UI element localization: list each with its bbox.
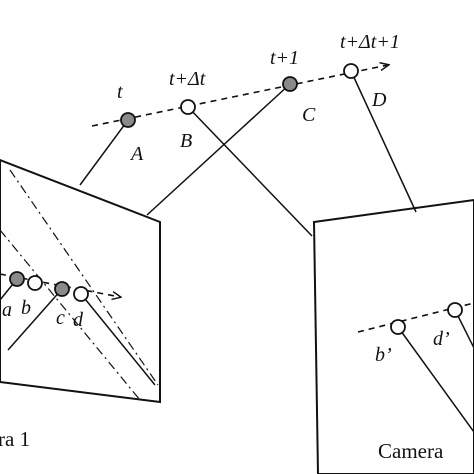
label-point-C: C — [302, 104, 316, 126]
camera1-image-plane — [0, 158, 161, 404]
camera1-epipolar-line-1 — [9, 169, 159, 386]
camera1-point-d — [73, 286, 89, 302]
world-point-C — [282, 76, 298, 92]
camera1-point-b — [27, 275, 43, 291]
camera1-ray-d — [80, 293, 156, 386]
label-time-t: t — [117, 81, 123, 103]
ray-B-to-camera2 — [187, 106, 313, 237]
label-time-t-1: t+1 — [270, 47, 299, 69]
camera1-caption: ra 1 — [0, 427, 30, 451]
label-point-D: D — [371, 89, 387, 111]
label-camera2-b-prime: b’ — [375, 344, 392, 366]
label-camera1-d: d — [73, 309, 84, 331]
camera2-point-d-prime — [447, 302, 463, 318]
label-time-t-dt: t+Δt — [169, 68, 206, 90]
label-camera2-d-prime: d’ — [433, 328, 450, 350]
camera1-point-c — [54, 281, 70, 297]
label-camera1-c: c — [56, 307, 65, 329]
world-point-D — [343, 63, 359, 79]
ray-C-to-camera1 — [146, 83, 291, 216]
label-time-t-dt-1: t+Δt+1 — [340, 31, 400, 53]
camera2-ray-b — [397, 326, 474, 433]
camera1-point-a — [9, 271, 25, 287]
label-camera1-b: b — [21, 297, 31, 319]
world-point-B — [180, 99, 196, 115]
label-point-B: B — [180, 130, 192, 152]
camera2-image-plane — [312, 198, 474, 474]
world-point-A — [120, 112, 136, 128]
camera2-caption: Camera — [378, 439, 444, 463]
world-trajectory-arrow — [91, 65, 388, 127]
camera1-trajectory-arrow — [0, 273, 120, 297]
ray-D-to-camera2 — [350, 70, 417, 213]
label-camera1-a: a — [2, 299, 12, 321]
camera1-ray-c — [7, 288, 63, 351]
ray-A-to-camera1 — [79, 119, 129, 186]
label-point-A: A — [129, 143, 144, 165]
camera2-point-b-prime — [390, 319, 406, 335]
